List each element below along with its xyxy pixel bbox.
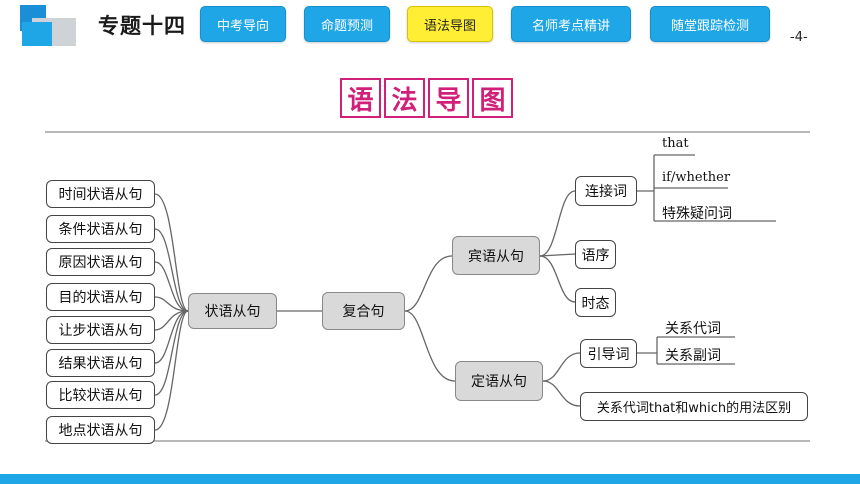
nav-label: 随堂跟踪检测	[670, 18, 749, 34]
section-banner: 语 法 导 图	[340, 78, 516, 118]
nav-button-practice-test[interactable]: 随堂跟踪检测	[650, 6, 770, 42]
node-attributive-clause: 定语从句	[455, 361, 543, 401]
nav-button-prediction[interactable]: 命题预测	[304, 6, 390, 42]
adverbial-item-place: 地点状语从句	[46, 416, 155, 444]
nav-button-teacher-lecture[interactable]: 名师考点精讲	[511, 6, 631, 42]
nav-label: 名师考点精讲	[531, 18, 610, 34]
banner-char: 导	[428, 78, 469, 118]
nav-label: 命题预测	[320, 18, 373, 34]
logo-square-front	[22, 22, 52, 46]
adverbial-item-reason: 原因状语从句	[46, 248, 155, 276]
mindmap-frame	[45, 131, 810, 442]
connective-that: that	[662, 136, 689, 151]
node-connective: 连接词	[575, 176, 637, 206]
node-adverbial-clause: 状语从句	[188, 293, 277, 329]
banner-char: 图	[472, 78, 513, 118]
bottom-accent-bar	[0, 474, 860, 484]
page-number: -4-	[790, 30, 808, 45]
nav-button-grammar-map[interactable]: 语法导图	[407, 6, 493, 42]
node-word-order: 语序	[575, 240, 616, 269]
adverbial-item-concession: 让步状语从句	[46, 316, 155, 344]
adverbial-item-comparison: 比较状语从句	[46, 381, 155, 409]
connective-question-words: 特殊疑问词	[662, 206, 732, 222]
banner-char: 法	[384, 78, 425, 118]
adverbial-item-time: 时间状语从句	[46, 180, 155, 208]
node-object-clause: 宾语从句	[452, 236, 540, 275]
banner-char: 语	[340, 78, 381, 118]
nav-label: 语法导图	[423, 18, 476, 34]
connective-if-whether: if/whether	[662, 170, 731, 185]
nav-label: 中考导向	[216, 18, 269, 34]
node-tense: 时态	[575, 288, 616, 317]
node-complex-sentence: 复合句	[322, 292, 405, 330]
nav-button-exam-guide[interactable]: 中考导向	[200, 6, 286, 42]
guide-relative-pronoun: 关系代词	[665, 321, 721, 337]
node-that-which-usage: 关系代词that和which的用法区别	[580, 392, 808, 421]
node-guide-word: 引导词	[580, 339, 637, 368]
guide-relative-adverb: 关系副词	[665, 348, 721, 364]
topic-title: 专题十四	[98, 14, 186, 38]
adverbial-item-result: 结果状语从句	[46, 349, 155, 377]
adverbial-item-purpose: 目的状语从句	[46, 283, 155, 311]
adverbial-item-condition: 条件状语从句	[46, 215, 155, 243]
